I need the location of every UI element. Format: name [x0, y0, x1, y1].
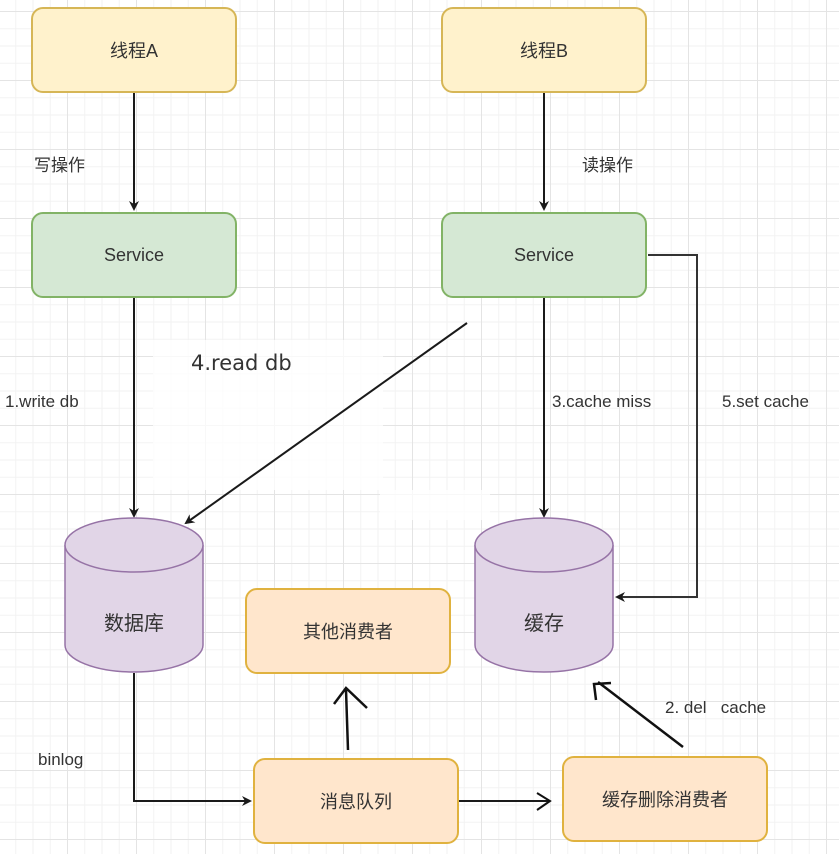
- database-cylinder: [64, 517, 204, 673]
- edge-binlog: [133, 673, 252, 806]
- cache-cylinder: [474, 517, 614, 673]
- arrowhead-open: [536, 792, 552, 811]
- cache-delete-consumer-label: 缓存删除消费者: [602, 790, 728, 810]
- edge-read-db: [184, 322, 468, 525]
- service-b-label: Service: [513, 244, 575, 265]
- binlog-label: binlog: [38, 750, 84, 769]
- thread-b-label: 线程B: [519, 41, 568, 61]
- write-op-label: 写操作: [34, 156, 85, 175]
- thread-a-node[interactable]: 线程A: [31, 7, 237, 93]
- edge-mq-to-other-consumers: [333, 686, 368, 751]
- write-db-label: 1.write db: [5, 392, 79, 411]
- service-a-node[interactable]: Service: [31, 212, 237, 298]
- service-b-node[interactable]: Service: [441, 212, 647, 298]
- edge-set-cache: [615, 254, 698, 602]
- background-patch: [380, 490, 490, 520]
- message-queue-node[interactable]: 消息队列: [253, 758, 459, 844]
- other-consumers-label: 其他消费者: [303, 622, 393, 642]
- read-op-label: 读操作: [582, 156, 633, 175]
- cache-label: 缓存: [524, 613, 564, 635]
- thread-a-label: 线程A: [109, 41, 158, 61]
- cache-delete-consumer-node[interactable]: 缓存删除消费者: [562, 756, 768, 842]
- del-cache-label: 2. del cache: [665, 698, 767, 717]
- service-a-label: Service: [103, 244, 165, 265]
- edge-del-cache: [592, 681, 684, 748]
- read-db-label: 4.read db: [191, 351, 292, 375]
- thread-b-node[interactable]: 线程B: [441, 7, 647, 93]
- message-queue-label: 消息队列: [320, 792, 392, 812]
- cache-miss-label: 3.cache miss: [552, 392, 652, 411]
- database-label: 数据库: [104, 613, 164, 635]
- set-cache-label: 5.set cache: [722, 392, 809, 411]
- other-consumers-node[interactable]: 其他消费者: [245, 588, 451, 674]
